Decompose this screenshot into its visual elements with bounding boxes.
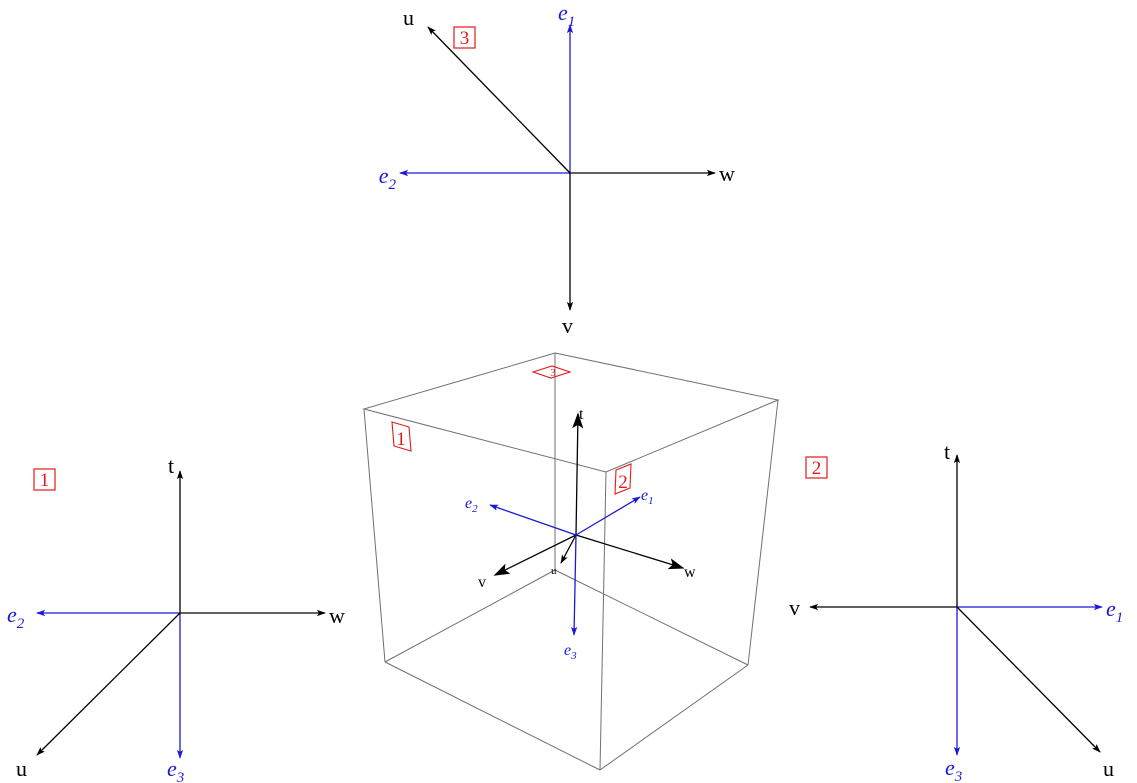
face-tag-box-2 <box>805 456 828 479</box>
frame-face-3: u e1 e2 w v 3 <box>379 0 735 338</box>
cube-edge <box>599 471 607 771</box>
face-tag-1: 1 <box>40 470 50 491</box>
face-tag-box-1 <box>33 468 56 491</box>
cube-face-tag-box-1 <box>391 421 412 452</box>
cube-label-v: v <box>478 574 486 591</box>
label-v-right: v <box>789 595 800 620</box>
cube-label-e3: e3 <box>564 642 577 662</box>
face-tag-3: 3 <box>460 28 470 49</box>
cube-axis-e1 <box>575 496 641 536</box>
cube-axis-w <box>575 534 685 570</box>
label-w-top: w <box>719 161 735 186</box>
cube-edge <box>599 664 749 771</box>
label-w-left: w <box>329 603 345 628</box>
cube-axis-e2 <box>489 504 577 536</box>
cube-face-tag-1: 1 <box>396 429 406 450</box>
label-u-top: u <box>403 5 414 30</box>
label-v-top: v <box>562 313 573 338</box>
cube-label-u: u <box>551 565 557 577</box>
axis-u-right <box>956 606 1101 753</box>
face-tag-2: 2 <box>812 458 822 479</box>
frame-face-2: t v e1 e3 u 2 <box>789 439 1123 783</box>
label-e1-top: e1 <box>558 0 575 30</box>
label-e2-top: e2 <box>379 163 397 193</box>
cube-label-e2: e2 <box>465 495 478 515</box>
label-e2-left: e2 <box>7 602 25 632</box>
cube: 1 2 3 t w v u e1 e2 e3 <box>362 352 780 771</box>
cube-edge <box>554 569 749 666</box>
label-e1-right: e1 <box>1106 596 1123 626</box>
label-t-right: t <box>944 439 950 464</box>
cube-axis-v <box>493 534 577 576</box>
cube-axis-e3 <box>571 534 578 636</box>
axis-u-left <box>36 612 181 756</box>
cube-face-tag-box-3 <box>531 365 572 379</box>
cube-axis-u <box>560 534 577 564</box>
label-e3-right: e3 <box>945 755 962 783</box>
axis-u-top <box>427 26 571 174</box>
face-tag-box-3 <box>453 26 476 49</box>
cube-label-e1: e1 <box>641 487 654 507</box>
cube-label-t: t <box>579 406 584 423</box>
label-e3-left: e3 <box>167 756 184 783</box>
cube-edge <box>363 408 386 663</box>
cube-edge <box>384 569 556 663</box>
cube-face-tag-box-2 <box>614 463 632 495</box>
cube-top-face <box>362 352 780 473</box>
cube-axis-t <box>572 412 584 536</box>
cube-face-tag-3: 3 <box>550 367 556 379</box>
frame-face-1: t w e2 e3 u 1 <box>7 453 345 783</box>
cube-label-w: w <box>684 564 696 581</box>
label-u-right: u <box>1103 756 1114 781</box>
cube-edge <box>747 399 779 666</box>
cube-face-tag-2: 2 <box>618 472 628 493</box>
label-t-left: t <box>168 453 174 478</box>
label-u-left: u <box>16 756 27 781</box>
cube-edge <box>384 661 601 771</box>
